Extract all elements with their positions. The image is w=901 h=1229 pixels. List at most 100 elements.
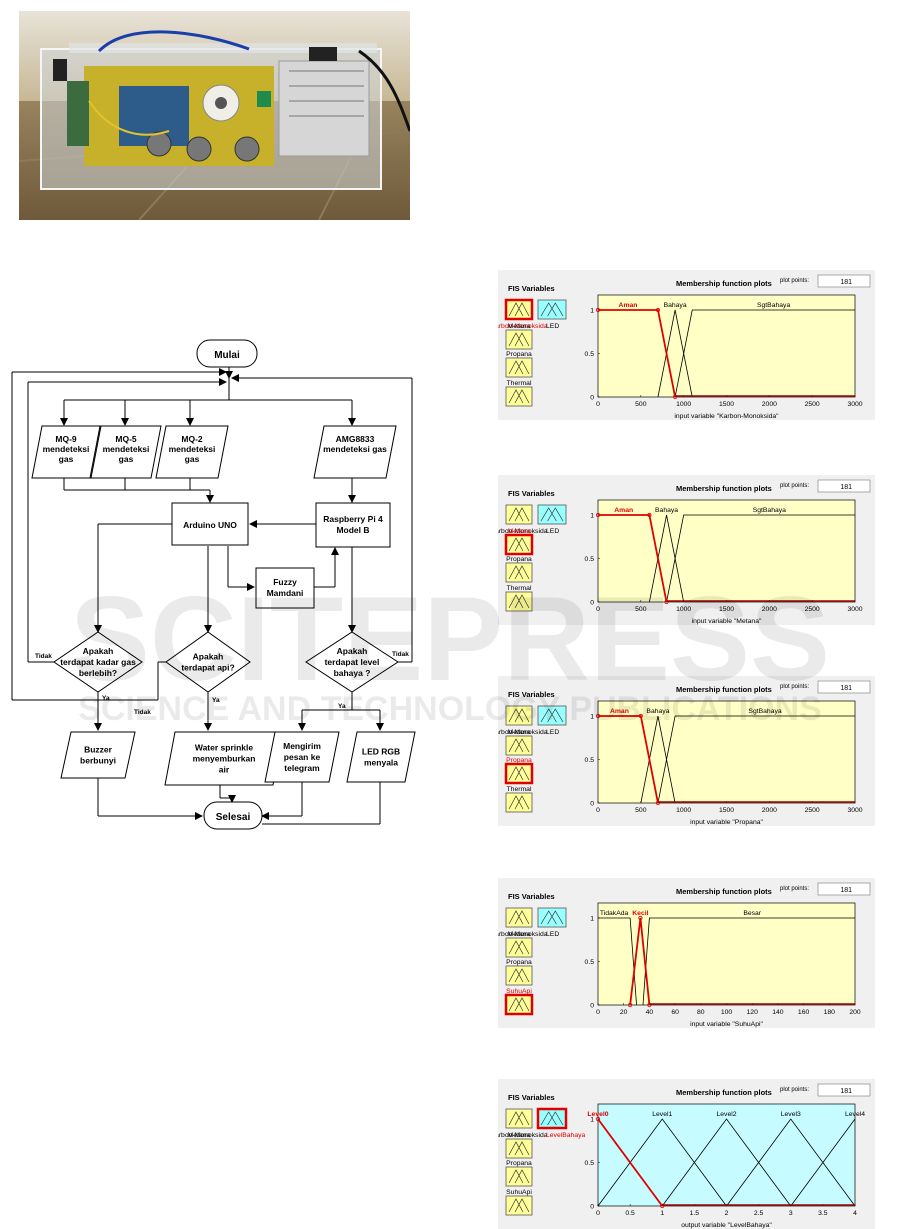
fis-input-metana[interactable] (506, 535, 532, 554)
x-tick-label: 3000 (847, 606, 862, 613)
plot-points-value: 181 (840, 685, 852, 692)
x-tick-label: 3000 (847, 401, 862, 408)
fis-input-suhuapi[interactable] (506, 995, 532, 1014)
x-tick-label: 0 (596, 1009, 600, 1016)
fis-input-metana[interactable] (506, 330, 532, 349)
fis-input-metana[interactable] (506, 736, 532, 755)
x-tick-label: 1500 (719, 606, 734, 613)
fis-input-thermal[interactable] (506, 592, 532, 611)
mf-title: Membership function plots (676, 685, 772, 694)
fis-output-label: LED (546, 323, 559, 330)
y-tick-label: 1 (590, 308, 594, 315)
x-tick-label: 140 (772, 1009, 784, 1016)
fis-output-led[interactable] (538, 505, 566, 524)
fis-input-karbon-monoksida[interactable] (506, 706, 532, 725)
fis-input-propana[interactable] (506, 1167, 532, 1186)
x-tick-label: 0 (596, 606, 600, 613)
x-tick-label: 1500 (719, 401, 734, 408)
fis-output-led[interactable] (538, 908, 566, 927)
x-tick-label: 0 (596, 807, 600, 814)
fis-input-label: Thermal (507, 786, 532, 793)
fis-input-propana[interactable] (506, 764, 532, 783)
yes-label: Ya (338, 703, 346, 710)
mf-name-label: SgtBahaya (757, 302, 790, 309)
fis-input-suhuapi[interactable] (506, 1196, 532, 1215)
fis-input-karbon-monoksida[interactable] (506, 908, 532, 927)
fis-input-karbon-monoksida[interactable] (506, 300, 532, 319)
fis-input-thermal[interactable] (506, 387, 532, 406)
x-tick-label: 80 (697, 1009, 705, 1016)
x-tick-label: 100 (721, 1009, 733, 1016)
mf-title: Membership function plots (676, 1088, 772, 1097)
y-tick-label: 1 (590, 513, 594, 520)
plot-points-label: plot points: (780, 483, 809, 489)
mf-name-label: Aman (610, 708, 629, 715)
x-tick-label: 3 (789, 1210, 793, 1217)
fis-input-label: SuhuApi (506, 988, 532, 995)
mf-title: Membership function plots (676, 279, 772, 288)
plot-points-label: plot points: (780, 886, 809, 892)
fis-input-propana[interactable] (506, 966, 532, 985)
yes-label: Ya (102, 695, 110, 702)
fis-output-led[interactable] (538, 706, 566, 725)
mf-name-label: Kecil (632, 910, 648, 917)
y-tick-label: 0.5 (585, 757, 595, 764)
output-label: Buzzerberbunyi (80, 745, 116, 766)
x-tick-label: 2 (725, 1210, 729, 1217)
fis-output-label: LED (546, 528, 559, 535)
x-axis-label: output variable "LevelBahaya" (681, 1222, 772, 1229)
mf-title: Membership function plots (676, 484, 772, 493)
fis-input-label: Propana (506, 1160, 532, 1167)
mf-name-label: Level2 (716, 1111, 736, 1118)
fis-output-led[interactable] (538, 300, 566, 319)
x-axis-label: input variable "Karbon-Monoksida" (674, 413, 779, 420)
fis-input-propana[interactable] (506, 358, 532, 377)
y-tick-label: 0 (590, 395, 594, 402)
mf-name-label: TidakAda (600, 910, 629, 917)
x-tick-label: 1 (660, 1210, 664, 1217)
x-tick-label: 2500 (805, 807, 820, 814)
plot-points-value: 181 (840, 279, 852, 286)
mf-name-label: Level1 (652, 1111, 672, 1118)
x-tick-label: 2500 (805, 401, 820, 408)
fis-input-karbon-monoksida[interactable] (506, 1109, 532, 1128)
x-tick-label: 120 (747, 1009, 759, 1016)
x-tick-label: 200 (849, 1009, 861, 1016)
fis-variables-label: FIS Variables (508, 489, 555, 498)
mf-name-label: Bahaya (655, 507, 678, 514)
x-axis-label: input variable "Propana" (690, 819, 763, 826)
fis-input-label: Thermal (507, 585, 532, 592)
device-photo (19, 11, 410, 220)
fis-output-levelbahaya[interactable] (538, 1109, 566, 1128)
mf-name-label: Aman (619, 302, 638, 309)
fis-input-thermal[interactable] (506, 793, 532, 812)
x-tick-label: 1000 (676, 401, 691, 408)
x-tick-label: 2500 (805, 606, 820, 613)
x-tick-label: 40 (646, 1009, 654, 1016)
mf-name-label: Besar (743, 910, 761, 917)
fis-input-metana[interactable] (506, 938, 532, 957)
fis-variables-label: FIS Variables (508, 892, 555, 901)
mf-name-label: SgtBahaya (748, 708, 781, 715)
fis-output-label: LED (546, 931, 559, 938)
mf-name-label: Bahaya (664, 302, 687, 309)
fis-input-label: Metana (508, 528, 531, 535)
fis-input-metana[interactable] (506, 1139, 532, 1158)
fis-input-label: Metana (508, 323, 531, 330)
fis-input-propana[interactable] (506, 563, 532, 582)
y-tick-label: 0.5 (585, 351, 595, 358)
x-tick-label: 160 (798, 1009, 810, 1016)
x-tick-label: 180 (824, 1009, 836, 1016)
x-axis-label: input variable "SuhuApi" (690, 1021, 763, 1028)
x-tick-label: 2000 (762, 606, 777, 613)
x-tick-label: 2.5 (754, 1210, 764, 1217)
fis-input-karbon-monoksida[interactable] (506, 505, 532, 524)
x-tick-label: 20 (620, 1009, 628, 1016)
x-tick-label: 1500 (719, 807, 734, 814)
y-tick-label: 1 (590, 714, 594, 721)
mf-plot-panel: FIS VariablesMembership function plotspl… (498, 1079, 875, 1229)
no-label: Tidak (134, 709, 151, 716)
mf-plot-panel: FIS Variables Membership function plots pl… (498, 475, 875, 625)
x-tick-label: 2000 (762, 807, 777, 814)
